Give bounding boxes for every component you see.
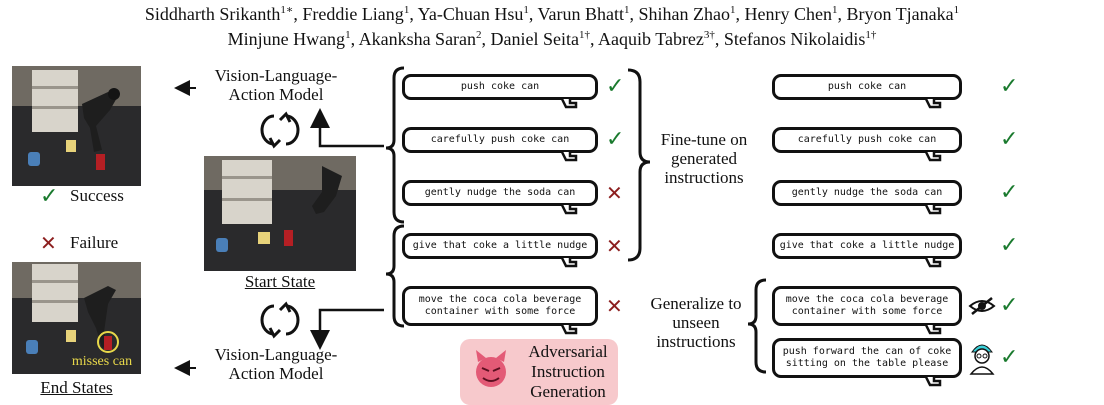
author-name: Ya-Chuan Hsu [417, 4, 524, 24]
instruction-text: carefully push coke can [430, 134, 570, 145]
author-affiliation: 1 [730, 4, 736, 16]
author-name: Henry Chen [744, 4, 832, 24]
author-affiliation: 1 [624, 4, 630, 16]
author-affiliation: 1† [579, 29, 591, 41]
fine-tune-label: Fine-tune on generated instructions [660, 130, 748, 187]
speech-tail-icon [924, 205, 942, 215]
adversarial-label: Adversarial Instruction Generation [528, 342, 608, 401]
author-name: Stefanos Nikolaidis [723, 29, 866, 49]
failure-cross-icon: ✕ [606, 181, 623, 205]
author-affiliation: 1 [403, 4, 410, 16]
speech-tail-icon [560, 325, 578, 335]
right-instruction-bubble: push forward the can of coke sitting on … [772, 338, 962, 378]
right-instruction-bubble: push coke can [772, 74, 962, 100]
author-name: Aaquib Tabrez [598, 29, 704, 49]
left-instruction-bubble: move the coca cola beverage container wi… [402, 286, 598, 326]
left-instruction-bubble: push coke can [402, 74, 598, 100]
author-affiliation: 1† [865, 29, 877, 41]
cycle-icon-bottom [260, 301, 300, 339]
author-affiliation: 3† [703, 29, 715, 41]
instruction-text: give that coke a little nudge [779, 240, 955, 251]
end-states-label: End States [40, 378, 113, 397]
vla-label-top: Vision-Language-Action Model [214, 66, 338, 104]
success-photo [12, 66, 141, 186]
speech-tail-icon [924, 152, 942, 162]
speech-tail-icon [924, 377, 942, 387]
success-check-icon: ✓ [1000, 345, 1019, 370]
instruction-text: carefully push coke can [797, 134, 937, 145]
instruction-text: push forward the can of coke sitting on … [782, 346, 952, 369]
author-name: Bryon Tjanaka [846, 4, 954, 24]
speech-tail-icon [560, 205, 578, 215]
left-instruction-bubble: give that coke a little nudge [402, 233, 598, 259]
author-name: Akanksha Saran [358, 29, 477, 49]
author-affiliation: 1 [345, 29, 351, 41]
failure-cross-icon: ✕ [606, 234, 623, 258]
author-name: Shihan Zhao [638, 4, 731, 24]
failure-cross-icon: ✕ [40, 231, 57, 255]
generalize-label: Generalize to unseen instructions [650, 294, 742, 351]
right-instruction-bubble: carefully push coke can [772, 127, 962, 153]
author-name: Minjune Hwang [227, 29, 346, 49]
success-check-icon: ✓ [606, 74, 625, 99]
instruction-text: move the coca cola beverage container wi… [418, 294, 582, 317]
misses-can-label: misses can [71, 354, 133, 369]
speech-tail-icon [924, 99, 942, 109]
instruction-text: move the coca cola beverage container wi… [785, 294, 949, 317]
success-check-icon: ✓ [1000, 233, 1019, 258]
start-state-photo [204, 156, 356, 271]
speech-tail-icon [924, 325, 942, 335]
success-check-icon: ✓ [1000, 127, 1019, 152]
author-affiliation: 1 [523, 4, 529, 16]
vla-label-bottom: Vision-Language-Action Model [214, 345, 338, 383]
instruction-text: gently nudge the soda can [791, 187, 943, 198]
instruction-text: push coke can [827, 81, 907, 92]
author-name: Freddie Liang [302, 4, 404, 24]
author-name: Daniel Seita [490, 29, 580, 49]
success-check-icon: ✓ [40, 184, 59, 209]
speech-tail-icon [560, 99, 578, 109]
author-line-1: Siddharth Srikanth1∗, Freddie Liang1, Ya… [144, 4, 960, 24]
failure-cross-icon: ✕ [606, 294, 623, 318]
success-label: Success [70, 186, 124, 205]
success-check-icon: ✓ [1000, 293, 1019, 318]
author-name: Siddharth Srikanth [144, 4, 281, 24]
success-check-icon: ✓ [1000, 180, 1019, 205]
instruction-text: give that coke a little nudge [412, 240, 588, 251]
success-check-icon: ✓ [1000, 74, 1019, 99]
failure-photo [12, 262, 141, 374]
success-check-icon: ✓ [606, 127, 625, 152]
cycle-icon-top [260, 111, 300, 149]
author-affiliation: 1 [832, 4, 838, 16]
eye-slash-icon [968, 297, 996, 315]
start-state-label: Start State [244, 272, 316, 291]
speech-tail-icon [560, 152, 578, 162]
instruction-text: gently nudge the soda can [424, 187, 576, 198]
author-affiliation: 1∗ [280, 4, 294, 16]
right-instruction-bubble: gently nudge the soda can [772, 180, 962, 206]
author-name: Varun Bhatt [537, 4, 625, 24]
right-instruction-bubble: move the coca cola beverage container wi… [772, 286, 962, 326]
devil-face-icon [476, 350, 506, 387]
author-affiliation: 2 [476, 29, 482, 41]
author-affiliation: 1 [953, 4, 960, 16]
failure-label: Failure [70, 233, 119, 252]
speech-tail-icon [924, 258, 942, 268]
author-line-2: Minjune Hwang1, Akanksha Saran2, Daniel … [227, 29, 877, 49]
right-instruction-bubble: give that coke a little nudge [772, 233, 962, 259]
instruction-text: push coke can [460, 81, 540, 92]
person-icon [969, 344, 995, 375]
speech-tail-icon [560, 258, 578, 268]
left-instruction-bubble: carefully push coke can [402, 127, 598, 153]
left-instruction-bubble: gently nudge the soda can [402, 180, 598, 206]
